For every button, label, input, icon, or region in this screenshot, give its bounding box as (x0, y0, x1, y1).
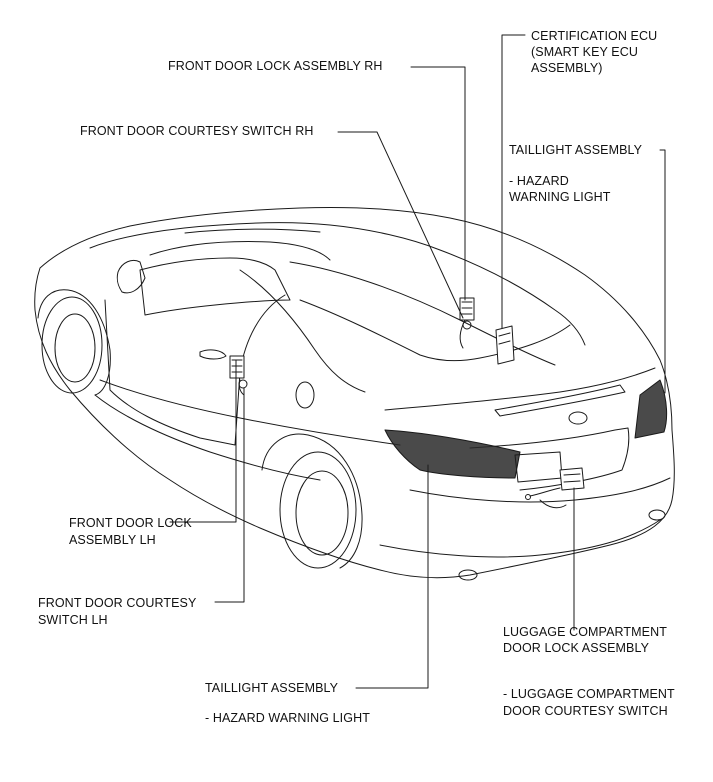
leader-front-door-lock-rh (410, 66, 466, 301)
label-taillight-rh-sub: - HAZARD WARNING LIGHT (509, 173, 611, 205)
rear-deck-line (289, 261, 556, 366)
side-sill (94, 394, 321, 481)
car-body-outline (34, 206, 675, 579)
label-certification-ecu-line2: (SMART KEY ECU (531, 45, 638, 59)
leader-certification-ecu (501, 34, 526, 329)
luggage-lock-part (525, 467, 585, 509)
side-window (139, 257, 291, 316)
label-front-door-lock-rh: FRONT DOOR LOCK ASSEMBLY RH (168, 59, 383, 74)
leader-front-door-lock-lh (169, 359, 237, 523)
label-front-door-lock-lh: FRONT DOOR LOCK ASSEMBLY LH (69, 515, 192, 549)
label-taillight-lh-line1: TAILLIGHT ASSEMBLY (205, 681, 339, 695)
front-wheel-rim (54, 313, 96, 383)
label-taillight-rh-sub2: WARNING LIGHT (509, 190, 611, 204)
leader-lines (169, 34, 666, 689)
rear-window (299, 299, 571, 362)
front-door-lock-rh-part (459, 297, 475, 349)
label-front-door-courtesy-rh-text: FRONT DOOR COURTESY SWITCH RH (80, 124, 314, 138)
label-front-door-courtesy-lh: FRONT DOOR COURTESY SWITCH LH (38, 595, 196, 629)
label-luggage-courtesy: - LUGGAGE COMPARTMENT DOOR COURTESY SWIT… (503, 686, 675, 720)
rear-bumper (409, 477, 671, 503)
rear-glass-edge (239, 269, 366, 393)
trunk-lid (384, 367, 656, 411)
front-wheel-arch (37, 289, 111, 396)
windshield-pillar (149, 241, 331, 261)
label-taillight-rh-sub1: - HAZARD (509, 174, 569, 188)
leader-taillight-rh (659, 149, 666, 394)
fuel-door (295, 381, 315, 409)
leader-front-door-courtesy-rh (337, 131, 464, 319)
label-taillight-rh-line1: TAILLIGHT ASSEMBLY (509, 143, 643, 157)
front-door-lock-lh-part (229, 355, 248, 396)
rear-wheel-arch (261, 433, 363, 569)
label-taillight-lh-sub1: - HAZARD WARNING LIGHT (205, 711, 370, 725)
rear-wheel-rim (295, 470, 349, 556)
label-luggage-lock-line2: DOOR LOCK ASSEMBLY (503, 641, 650, 655)
rear-wheel (279, 451, 357, 569)
label-front-door-courtesy-rh: FRONT DOOR COURTESY SWITCH RH (80, 124, 313, 139)
label-certification-ecu-line1: CERTIFICATION ECU (531, 29, 658, 43)
label-luggage-lock-line1: LUGGAGE COMPARTMENT (503, 625, 667, 639)
side-mirror (116, 259, 146, 294)
label-front-door-courtesy-lh-line2: SWITCH LH (38, 613, 108, 627)
label-front-door-lock-lh-line2: ASSEMBLY LH (69, 533, 156, 547)
rear-emblem (568, 411, 588, 425)
label-taillight-lh-sub: - HAZARD WARNING LIGHT (205, 711, 370, 726)
label-taillight-rh: TAILLIGHT ASSEMBLY (509, 143, 642, 158)
door-handle (199, 349, 227, 360)
taillight-right-lens (634, 379, 668, 439)
label-luggage-courtesy-line2: DOOR COURTESY SWITCH (503, 704, 668, 718)
label-certification-ecu-line3: ASSEMBLY) (531, 61, 603, 75)
taillight-left-lens (384, 429, 521, 479)
label-luggage-courtesy-line1: - LUGGAGE COMPARTMENT (503, 687, 675, 701)
license-plate-recess (514, 451, 563, 483)
spoiler (494, 384, 626, 417)
front-wheel (41, 296, 103, 394)
bumper-lower (379, 519, 661, 558)
exhaust-right (648, 509, 666, 521)
car-roof-line (89, 222, 586, 346)
leader-front-door-courtesy-lh (214, 387, 245, 603)
door-crease (99, 379, 401, 446)
label-taillight-lh: TAILLIGHT ASSEMBLY (205, 681, 338, 696)
label-front-door-lock-lh-line1: FRONT DOOR LOCK (69, 516, 192, 530)
windshield-top (184, 228, 321, 234)
leader-taillight-lh (355, 464, 429, 689)
label-front-door-courtesy-lh-line1: FRONT DOOR COURTESY (38, 596, 197, 610)
label-luggage-lock: LUGGAGE COMPARTMENT DOOR LOCK ASSEMBLY (503, 624, 667, 656)
label-front-door-lock-rh-text: FRONT DOOR LOCK ASSEMBLY RH (168, 59, 383, 73)
exhaust-left (458, 569, 478, 581)
label-certification-ecu: CERTIFICATION ECU (SMART KEY ECU ASSEMBL… (531, 28, 657, 76)
door-outline (104, 294, 286, 446)
certification-ecu-part (495, 325, 515, 365)
